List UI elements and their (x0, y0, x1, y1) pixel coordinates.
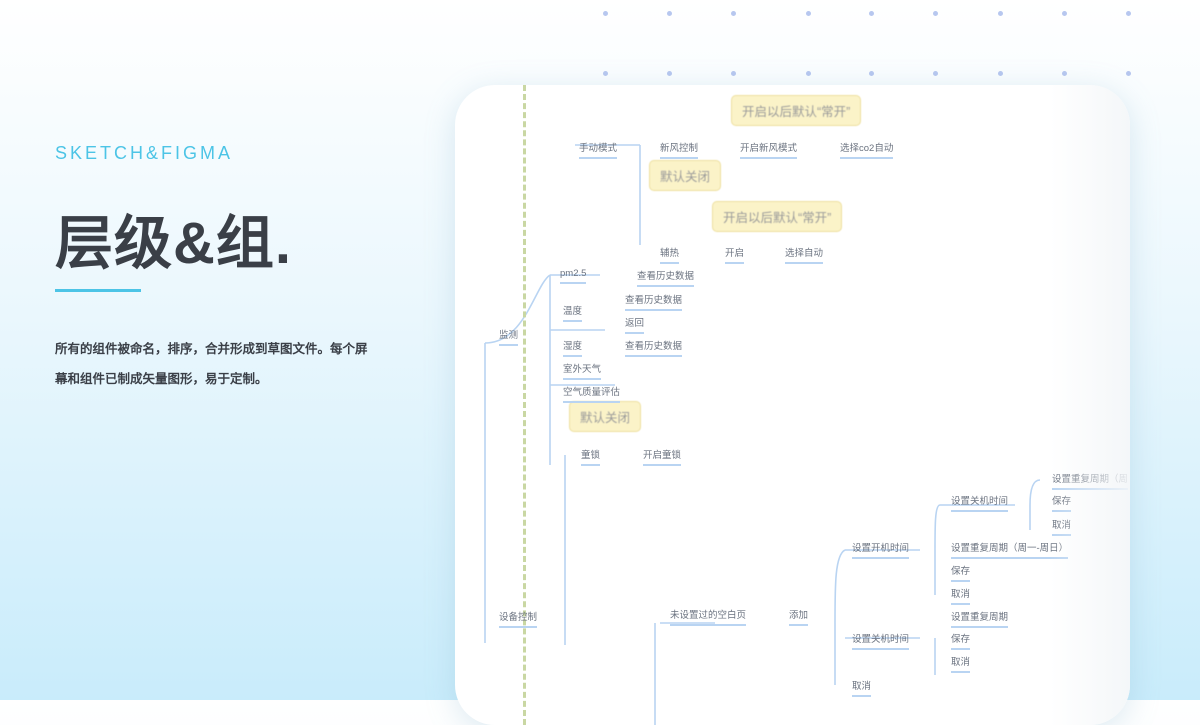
decorative-dot (933, 11, 938, 16)
node-open: 开启 (725, 245, 745, 264)
decorative-dot (731, 11, 736, 16)
mindmap-spine (523, 85, 526, 725)
node-cancel-2: 取消 (951, 586, 971, 605)
eyebrow-label: SKETCH&FIGMA (55, 143, 234, 163)
node-device-control: 设备控制 (499, 609, 538, 628)
callout-default-open-2: 开启以后默认“常开” (712, 201, 843, 232)
description-line-2: 幕和组件已制成矢量图形，易于定制。 (55, 372, 268, 386)
node-fresh-air: 新风控制 (660, 140, 699, 159)
node-save-3: 保存 (951, 631, 971, 650)
node-set-on-time: 设置开机时间 (852, 540, 910, 559)
decorative-dot (731, 71, 736, 76)
callout-default-closed-2: 默认关闭 (569, 401, 642, 432)
node-set-repeat-week: 设置重复周期（周一-周日） (951, 540, 1069, 559)
callout-default-closed: 默认关闭 (649, 160, 722, 191)
decorative-dot (869, 11, 874, 16)
node-open-fresh-mode: 开启新风模式 (740, 140, 798, 159)
decorative-dot (603, 71, 608, 76)
decorative-dot (998, 11, 1003, 16)
node-view-history-1: 查看历史数据 (637, 268, 695, 287)
decorative-dot (667, 71, 672, 76)
node-cancel-4: 取消 (852, 678, 872, 697)
node-view-history-2: 查看历史数据 (625, 292, 683, 311)
decorative-dot (603, 11, 608, 16)
feature-description: 所有的组件被命名，排序，合并形成到草图文件。每个屏 幕和组件已制成矢量图形，易于… (55, 334, 375, 394)
node-set-repeat-2: 设置重复周期 (951, 609, 1009, 628)
accent-divider (55, 289, 141, 292)
node-select-auto: 选择自动 (785, 245, 824, 264)
decorative-dot (1126, 71, 1131, 76)
page-title: 层级&组. (55, 211, 293, 276)
decorative-dot (1062, 71, 1067, 76)
node-view-history-3: 查看历史数据 (625, 338, 683, 357)
node-temperature: 温度 (563, 303, 583, 322)
node-air-quality: 空气质量评估 (563, 384, 621, 403)
decorative-dot (998, 71, 1003, 76)
node-add: 添加 (789, 607, 809, 626)
node-save-2: 保存 (951, 563, 971, 582)
decorative-dot (1126, 11, 1131, 16)
node-back: 返回 (625, 315, 645, 334)
mindmap-branch-lines (484, 144, 1041, 725)
node-set-repeat-week-top: 设置重复周期（周 (1052, 471, 1129, 490)
node-set-off-time-1: 设置关机时间 (951, 493, 1009, 512)
node-cancel-1: 取消 (1052, 517, 1072, 536)
decorative-dot-grid (590, 0, 1150, 85)
decorative-dot (806, 11, 811, 16)
mindmap-preview-card: 开启以后默认“常开” 默认关闭 开启以后默认“常开” 默认关闭 手动模式 新风控… (455, 85, 1130, 725)
callout-default-open: 开启以后默认“常开” (731, 95, 862, 126)
description-line-1: 所有的组件被命名，排序，合并形成到草图文件。每个屏 (55, 342, 368, 356)
node-cancel-3: 取消 (951, 654, 971, 673)
decorative-dot (667, 11, 672, 16)
node-select-co2-auto: 选择co2自动 (840, 140, 894, 159)
node-pm25: pm2.5 (560, 268, 587, 284)
decorative-dot (806, 71, 811, 76)
node-save-1: 保存 (1052, 493, 1072, 512)
node-aux-heat: 辅热 (660, 245, 680, 264)
decorative-dot (1062, 11, 1067, 16)
node-monitor: 监测 (499, 327, 519, 346)
decorative-dot (933, 71, 938, 76)
node-open-child-lock: 开启童锁 (643, 447, 682, 466)
node-humidity: 湿度 (563, 338, 583, 357)
node-unset-blank-page: 未设置过的空白页 (670, 607, 747, 626)
node-child-lock: 童锁 (581, 447, 601, 466)
node-manual-mode: 手动模式 (579, 140, 618, 159)
node-outdoor-weather: 室外天气 (563, 361, 602, 380)
decorative-dot (869, 71, 874, 76)
node-set-off-time-2: 设置关机时间 (852, 631, 910, 650)
